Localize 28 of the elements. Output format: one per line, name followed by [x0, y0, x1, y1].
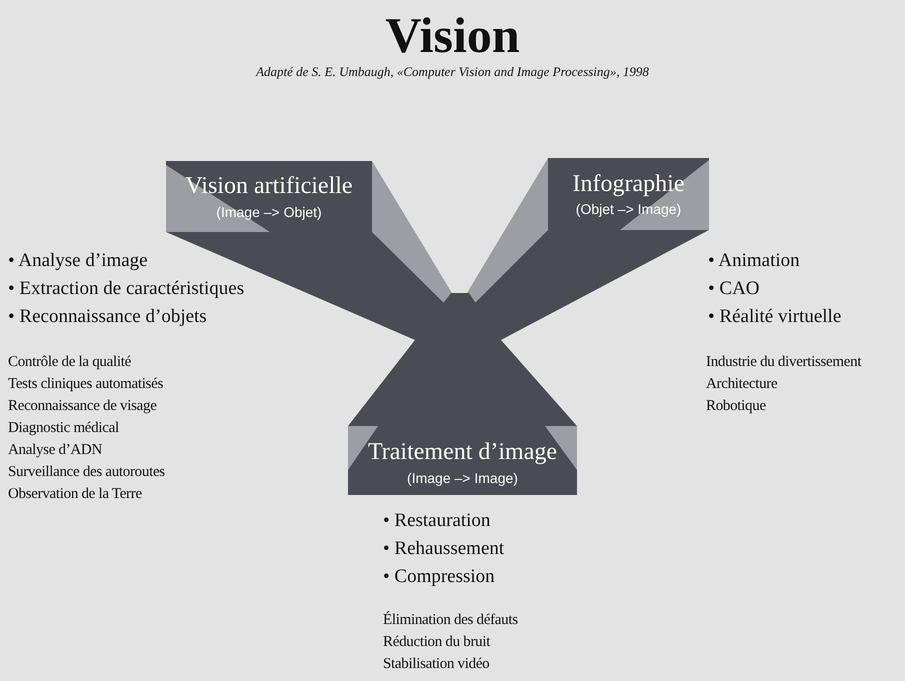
list-item: • Restauration [383, 510, 490, 532]
list-item: • Compression [383, 566, 495, 588]
application-item: Observation de la Terre [8, 486, 142, 503]
application-item: Réduction du bruit [383, 634, 490, 651]
box-title: Traitement d’image [368, 439, 558, 466]
list-item: • Extraction de caractéristiques [8, 278, 244, 300]
application-item: Robotique [706, 398, 766, 415]
box-title: Vision artificielle [185, 173, 353, 200]
caption: Adapté de S. E. Umbaugh, «Computer Vision and Image Processing», 1998 [254, 64, 650, 80]
list-item: • Reconnaissance d’objets [8, 306, 207, 328]
list-item: • Rehaussement [383, 538, 504, 560]
application-item: Surveillance des autoroutes [8, 464, 165, 481]
application-item: Diagnostic médical [8, 420, 119, 437]
box-title: Infographie [572, 170, 684, 198]
application-item: Tests cliniques automatisés [8, 376, 163, 393]
list-item: • CAO [708, 278, 760, 300]
application-item: Analyse d’ADN [8, 442, 102, 459]
list-item: • Réalité virtuelle [708, 306, 842, 328]
list-item: • Analyse d’image [8, 250, 148, 272]
application-item: Industrie du divertissement [706, 354, 862, 371]
application-item: Reconnaissance de visage [8, 398, 157, 415]
title: Vision [384, 6, 521, 64]
box-subtitle: (Image –> Image) [407, 470, 518, 486]
application-item: Architecture [706, 376, 778, 393]
application-item: Élimination des défauts [383, 612, 518, 629]
application-item: Contrôle de la qualité [8, 354, 131, 371]
application-item: Stabilisation vidéo [383, 656, 490, 673]
list-item: • Animation [708, 250, 800, 272]
